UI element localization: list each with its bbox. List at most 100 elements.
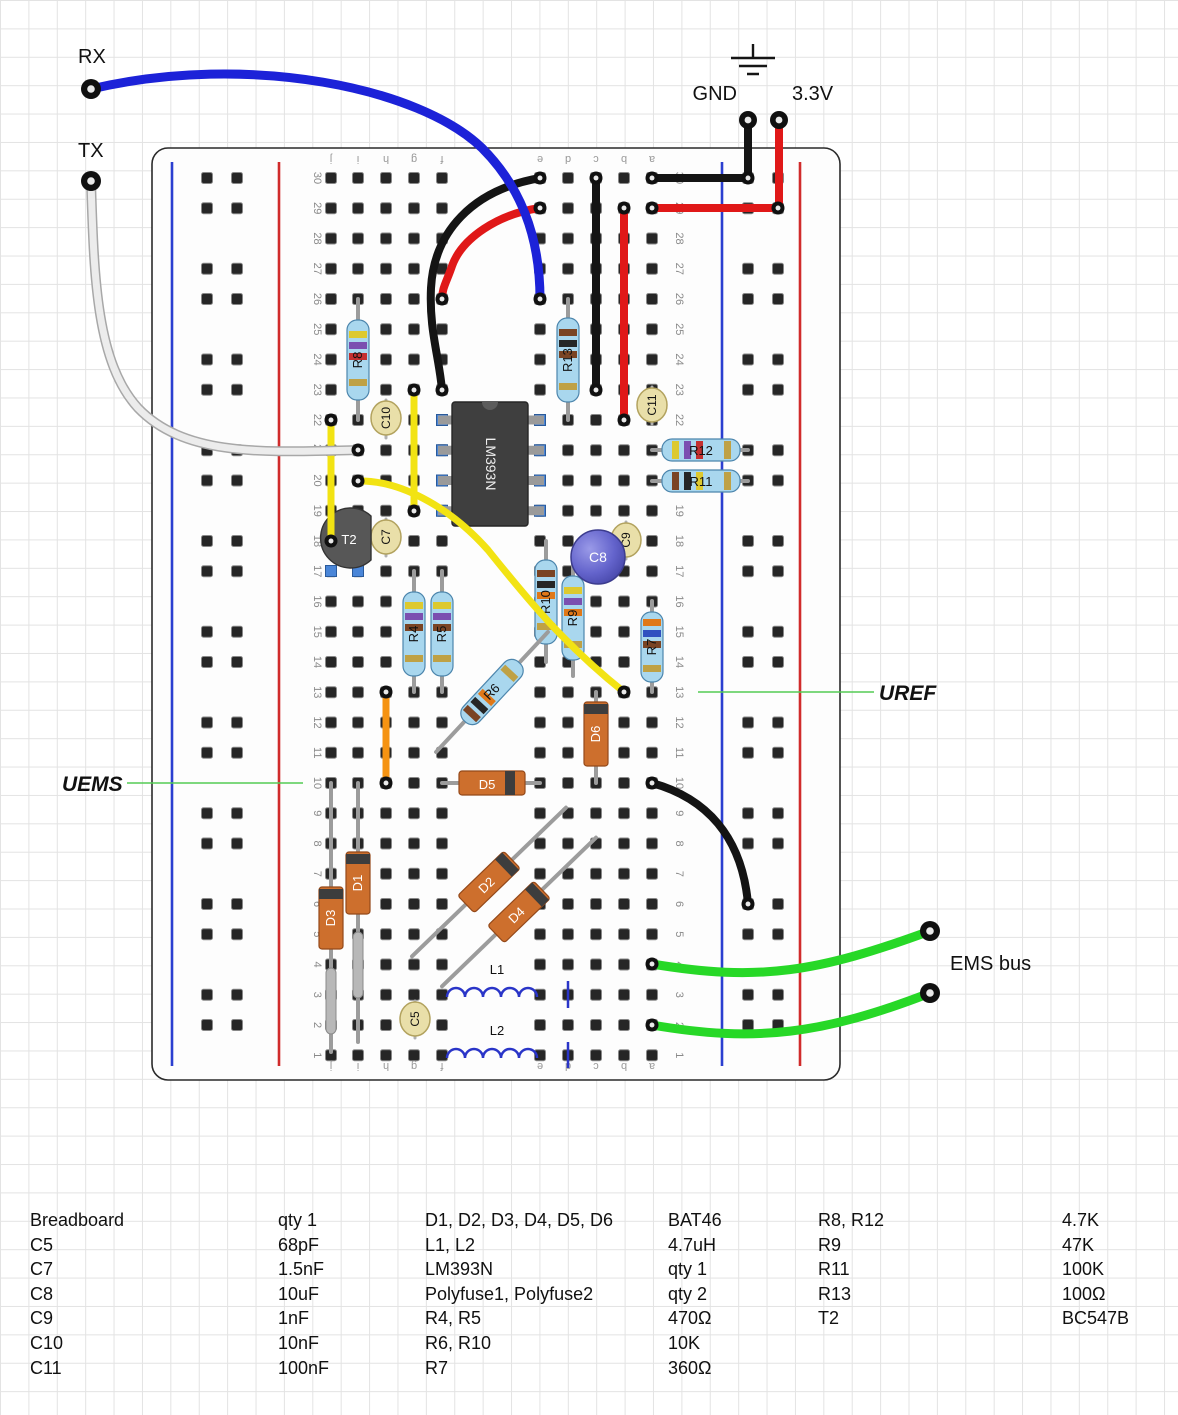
wire-end-center xyxy=(537,296,543,302)
hole xyxy=(380,928,392,941)
hole xyxy=(772,474,784,487)
hole xyxy=(646,898,658,910)
column-letter: e xyxy=(537,153,543,165)
resistor-R8: R8 xyxy=(346,297,370,422)
hole xyxy=(201,837,213,850)
hole xyxy=(590,1019,602,1031)
hole xyxy=(231,716,243,729)
breadboard-body xyxy=(151,147,841,1081)
diode-label: D5 xyxy=(479,777,496,792)
hole xyxy=(618,1049,630,1062)
hole xyxy=(772,898,784,910)
hole xyxy=(201,746,213,759)
hole xyxy=(562,716,574,729)
wire-end-center xyxy=(621,689,627,695)
bom-cell xyxy=(1062,1356,1162,1381)
annotations: UEMS UREF RX TX GND 3.3V EMS bus xyxy=(62,44,1031,975)
hole xyxy=(231,807,243,820)
hole xyxy=(590,504,602,517)
row-number: 8 xyxy=(673,840,685,846)
wire-end-center xyxy=(355,478,361,484)
polyfuse1-body xyxy=(325,967,337,1035)
hole xyxy=(618,988,630,1001)
wire-end-center xyxy=(328,538,334,544)
hole xyxy=(534,323,546,336)
wire-end-center xyxy=(383,689,389,695)
hole xyxy=(231,535,243,547)
column-letter: a xyxy=(648,153,655,165)
wire-end-center xyxy=(621,205,627,211)
row-number: 23 xyxy=(673,384,685,396)
wire-end-center xyxy=(411,387,417,393)
resistor-label: R12 xyxy=(689,443,713,458)
diode-label: D3 xyxy=(323,910,338,927)
hole xyxy=(742,928,754,941)
resistor-R13: R13 xyxy=(556,297,580,422)
hole xyxy=(772,716,784,729)
wire-end-center xyxy=(649,961,655,967)
hole xyxy=(646,293,658,305)
row-number: 3 xyxy=(311,992,323,998)
hole xyxy=(201,928,213,941)
bom-cell: 100Ω xyxy=(1062,1283,1106,1304)
hole xyxy=(352,595,364,608)
bom-cell: 470Ω xyxy=(668,1308,712,1329)
column-letter: f xyxy=(440,1060,444,1072)
hole xyxy=(408,837,420,850)
coil xyxy=(445,1047,539,1059)
row-number: 2 xyxy=(311,1022,323,1028)
capacitor-C8: C8 xyxy=(570,529,626,585)
hole xyxy=(231,474,243,487)
hole xyxy=(534,988,546,1001)
hole xyxy=(534,716,546,729)
wire-end-center xyxy=(537,205,543,211)
bom-cell: 10K xyxy=(668,1332,701,1353)
hole xyxy=(562,777,574,789)
hole xyxy=(436,807,448,820)
gnd-label: GND xyxy=(693,83,737,105)
hole xyxy=(534,353,546,366)
black-wire-top-curve xyxy=(426,174,544,394)
hole xyxy=(534,656,546,668)
row-number: 17 xyxy=(673,565,685,577)
wire-end-center xyxy=(439,387,445,393)
tx-wire xyxy=(87,177,362,455)
hole xyxy=(380,504,392,517)
hole xyxy=(201,535,213,547)
hole xyxy=(646,988,658,1001)
hole xyxy=(231,898,243,910)
hole xyxy=(534,686,546,699)
bom-cell: 1nF xyxy=(278,1308,310,1329)
row-number: 7 xyxy=(311,871,323,877)
hole xyxy=(380,988,392,1001)
wire-end-center xyxy=(744,116,752,124)
hole xyxy=(380,565,392,578)
wire-end-center xyxy=(87,177,95,185)
ems-wire-1 xyxy=(647,926,935,978)
hole xyxy=(325,595,337,608)
hole xyxy=(380,867,392,880)
wire-ends xyxy=(81,79,940,1032)
wire-end-center xyxy=(537,175,543,181)
hole xyxy=(742,656,754,668)
hole xyxy=(590,898,602,910)
hole xyxy=(325,202,337,215)
hole xyxy=(646,565,658,578)
hole xyxy=(201,1019,213,1031)
hole xyxy=(562,172,574,184)
hole xyxy=(646,928,658,941)
components: D3 D1 D2 D4 D5 xyxy=(318,297,750,1068)
hole xyxy=(534,1019,546,1031)
hole xyxy=(742,1019,754,1031)
hole xyxy=(325,232,337,245)
hole xyxy=(562,928,574,941)
hole xyxy=(562,958,574,971)
hole xyxy=(231,837,243,850)
bom-cell: 100nF xyxy=(278,1357,330,1378)
hole xyxy=(742,383,754,396)
hole xyxy=(742,565,754,578)
hole xyxy=(772,293,784,305)
wire-end-center xyxy=(649,780,655,786)
